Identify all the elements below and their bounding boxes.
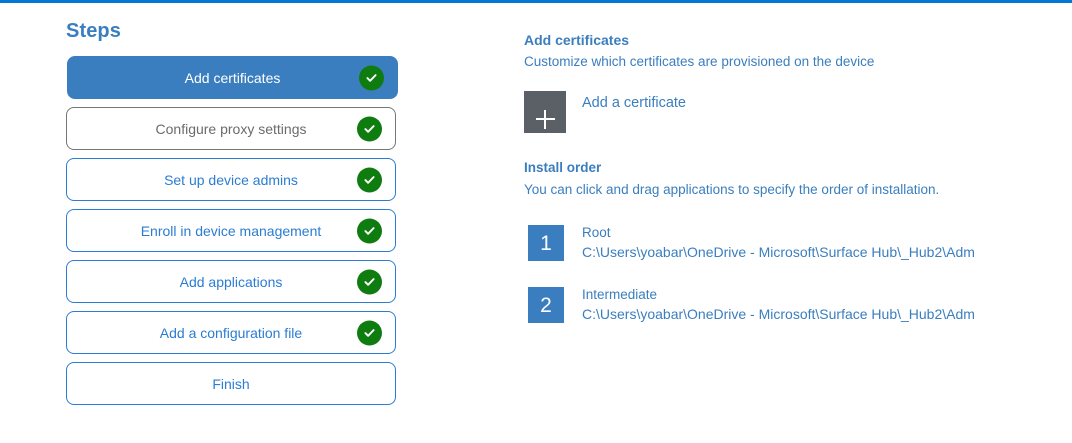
step-label: Add a configuration file: [159, 324, 303, 341]
sidebar-item-set-up-device-admins[interactable]: Set up device admins: [66, 158, 396, 201]
page-title: Add certificates: [524, 32, 630, 48]
check-circle-icon: [357, 320, 382, 345]
install-order-list: 1 Root C:\Users\yoabar\OneDrive - Micros…: [524, 225, 1044, 349]
step-label: Add applications: [179, 273, 283, 290]
add-certificate-label[interactable]: Add a certificate: [582, 95, 686, 111]
order-index-badge: 1: [528, 225, 564, 261]
detail-pane: Add certificates Customize which certifi…: [524, 31, 1044, 349]
sidebar-item-add-certificates[interactable]: Add certificates: [67, 56, 398, 99]
page-subtitle: Customize which certificates are provisi…: [524, 54, 875, 69]
order-item-path: C:\Users\yoabar\OneDrive - Microsoft\Sur…: [582, 306, 975, 322]
install-order-section: Install order You can click and drag app…: [524, 159, 1044, 349]
check-circle-icon: [357, 218, 382, 243]
order-item-name: Intermediate: [582, 287, 658, 302]
step-label: Enroll in device management: [140, 222, 322, 239]
step-label: Configure proxy settings: [155, 120, 307, 137]
check-circle-icon: [357, 269, 382, 294]
sidebar-item-finish[interactable]: Finish: [66, 362, 396, 405]
step-label: Finish: [212, 375, 250, 392]
steps-rail: Steps Add certificates Configure proxy s…: [66, 20, 398, 413]
order-item-name: Root: [582, 225, 611, 240]
sidebar-item-add-applications[interactable]: Add applications: [66, 260, 396, 303]
check-circle-icon: [359, 65, 384, 90]
order-item-text: Root C:\Users\yoabar\OneDrive - Microsof…: [582, 223, 975, 262]
order-index-badge: 2: [528, 287, 564, 323]
sidebar-item-configure-proxy-settings[interactable]: Configure proxy settings: [66, 107, 396, 150]
install-order-help-text: You can click and drag applications to s…: [524, 182, 940, 197]
top-accent-rule: [0, 0, 1072, 3]
sidebar-item-enroll-in-device-management[interactable]: Enroll in device management: [66, 209, 396, 252]
install-order-title: Install order: [524, 160, 602, 175]
add-certificate-button[interactable]: [524, 91, 566, 133]
steps-heading: Steps: [66, 20, 121, 42]
step-label: Set up device admins: [164, 171, 298, 188]
list-item[interactable]: 1 Root C:\Users\yoabar\OneDrive - Micros…: [524, 225, 1044, 287]
add-certificate-row: Add a certificate: [524, 91, 1044, 133]
wizard-page: Steps Add certificates Configure proxy s…: [0, 3, 1072, 443]
sidebar-item-add-a-configuration-file[interactable]: Add a configuration file: [66, 311, 396, 354]
plus-icon-stroke: [544, 110, 546, 129]
step-label: Add certificates: [184, 69, 281, 86]
check-circle-icon: [357, 167, 382, 192]
list-item[interactable]: 2 Intermediate C:\Users\yoabar\OneDrive …: [524, 287, 1044, 349]
order-item-text: Intermediate C:\Users\yoabar\OneDrive - …: [582, 285, 975, 324]
check-circle-icon: [357, 116, 382, 141]
order-item-path: C:\Users\yoabar\OneDrive - Microsoft\Sur…: [582, 244, 975, 260]
